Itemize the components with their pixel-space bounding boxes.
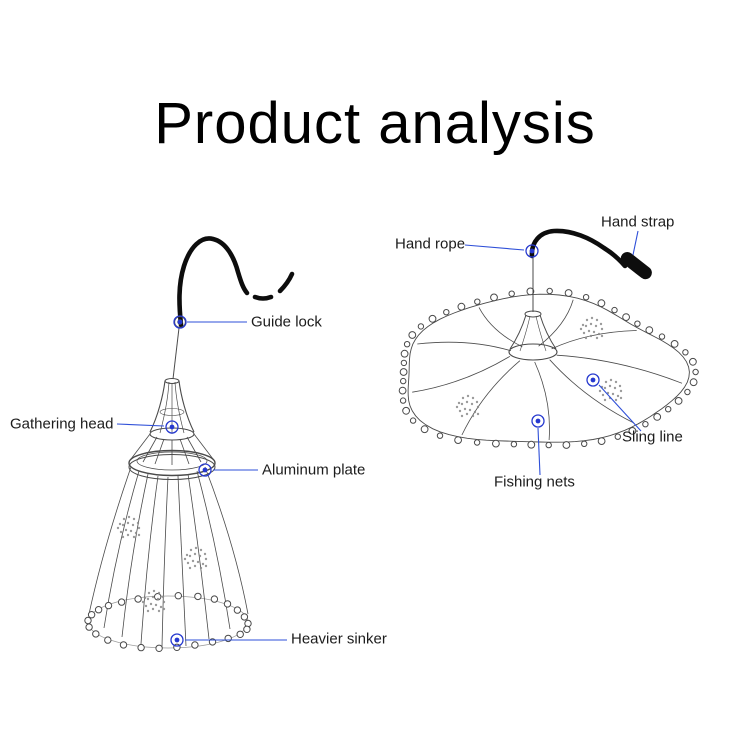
open-net-figure (398, 228, 699, 449)
fishing-nets-leader (537, 427, 541, 476)
funnel-skirt (130, 433, 214, 465)
aluminum-plate-marker (198, 463, 212, 477)
guide-lock-label: Guide lock (251, 313, 322, 331)
hanging-rope-dash (277, 271, 295, 294)
gathering-head-leader (116, 423, 165, 427)
sinker-bead-rim (84, 592, 252, 652)
page-title: Product analysis (154, 91, 596, 156)
heavier-sinker-marker (170, 633, 184, 647)
closed-net-figure (84, 236, 295, 652)
fishing-nets-label: Fishing nets (494, 473, 575, 491)
hanging-rope (177, 236, 250, 328)
aluminum-plate-label: Aluminum plate (262, 461, 366, 479)
hand-strap-label: Hand strap (601, 213, 675, 231)
heavier-sinker-label: Heavier sinker (291, 630, 387, 648)
sling-lines-drawing (412, 299, 683, 441)
fishing-nets-marker (531, 414, 545, 428)
mesh-texture-patches (116, 316, 623, 613)
sling-line-marker (586, 373, 600, 387)
sling-line-label: Sling line (622, 428, 683, 446)
aluminum-plate-drawing (128, 449, 216, 480)
hand-rope-marker (525, 244, 539, 258)
net-skirt (87, 466, 249, 649)
hand-rope-leader (464, 244, 525, 251)
gathering-head-marker (165, 420, 179, 434)
hand-rope-label: Hand rope (395, 235, 466, 253)
open-net-bead-edge (398, 287, 699, 449)
hanging-rope-dash (252, 294, 274, 301)
callout-leaders (116, 230, 642, 641)
gathering-head-drawing (149, 378, 195, 441)
center-hub-drawing (508, 310, 558, 361)
hand-rope-drawing (529, 228, 628, 269)
guide-lock-marker (173, 315, 187, 329)
open-net-fabric (407, 293, 690, 443)
gathering-head-label: Gathering head (10, 415, 114, 433)
sling-line-leader (598, 384, 642, 432)
hand-strap-leader (632, 230, 639, 256)
hand-strap-drawing (620, 252, 652, 280)
